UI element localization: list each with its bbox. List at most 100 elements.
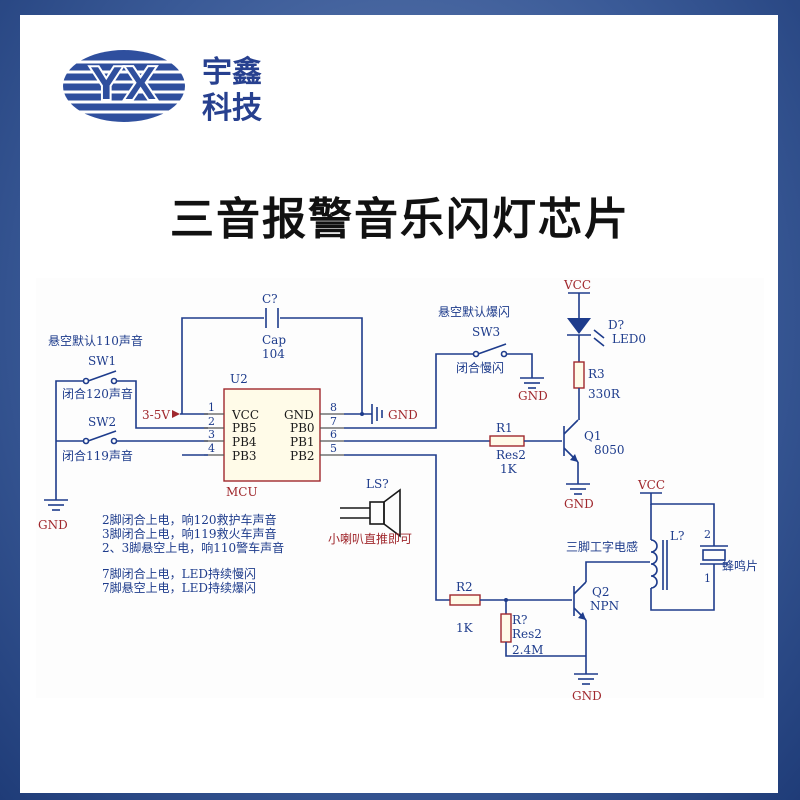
r1-value: 1K: [500, 462, 518, 476]
q2-symbol: [573, 581, 587, 621]
r3-body: [573, 361, 585, 389]
vcc-label-top: VCC: [563, 278, 591, 292]
buzzer-pin1: 1: [704, 572, 711, 585]
mcu-right-pins: [320, 413, 344, 456]
gnd-label-left: GND: [38, 518, 68, 532]
mcu-pin1-num: 1: [208, 401, 215, 414]
note-line-2: 3脚闭合上电，响119救火车声音: [102, 526, 277, 541]
gnd-label-q2: GND: [572, 689, 602, 703]
r3-value: 330R: [588, 387, 621, 401]
inductor-buzzer-wire: [650, 572, 715, 611]
mcu-pin7-num: 7: [330, 415, 337, 428]
notes-block: 2脚闭合上电，响120救护车声音 3脚闭合上电，响119救火车声音 2、3脚悬空…: [102, 512, 284, 595]
vcc-label-bottom: VCC: [637, 478, 665, 492]
mcu-pin4: 4 PB3: [208, 442, 257, 463]
led-value: LED0: [612, 332, 646, 346]
r1-body: [489, 435, 525, 447]
mcu-pin5-name: PB2: [290, 449, 315, 463]
vcc-inductor-wire: [650, 493, 715, 524]
rbias-ref: R?: [512, 613, 527, 627]
buzzer-pin2: 2: [704, 528, 711, 541]
gnd-symbol-mcu: [344, 404, 383, 424]
logo-letters: YX: [89, 57, 159, 111]
supply-label: 3-5V: [142, 408, 170, 422]
cap-value: 104: [262, 347, 285, 361]
rbias-wire-bottom: [505, 642, 586, 657]
gnd-symbol-q1: [566, 483, 590, 495]
mcu-pin1-name: VCC: [231, 408, 259, 422]
note-line-4: 7脚闭合上电，LED持续慢闪: [102, 566, 256, 581]
left-note: 悬空默认110声音: [48, 333, 143, 348]
mcu-pin3-num: 3: [208, 428, 215, 441]
pin5-wire: [344, 454, 450, 601]
mcu-name: MCU: [226, 485, 258, 499]
note-line-5: 7脚悬空上电，LED持续爆闪: [102, 580, 256, 595]
mcu-pin1: 1 VCC: [208, 401, 259, 422]
sw3-ref: SW3: [472, 325, 500, 339]
mcu-pin6-name: PB1: [290, 435, 315, 449]
q1-value: 8050: [594, 443, 625, 457]
note-line-1: 2脚闭合上电，响120救护车声音: [102, 512, 277, 527]
r3-ref: R3: [588, 367, 605, 381]
left-wires: [55, 380, 208, 500]
speaker-ref: LS?: [366, 477, 389, 491]
gnd-label-mcu: GND: [388, 408, 418, 422]
r1-ref: R1: [496, 421, 513, 435]
gnd-symbol-sw3: [520, 377, 544, 389]
supply-arrow: [172, 410, 180, 418]
gnd-symbol-q2: [574, 673, 598, 685]
q2-ref: Q2: [592, 585, 609, 599]
mcu-pin4-num: 4: [208, 442, 215, 455]
sw1-label: 闭合120声音: [62, 386, 133, 401]
mcu-pin5: 5 PB2: [290, 442, 337, 463]
mcu-pin6-num: 6: [330, 428, 337, 441]
cap-wire-left: [181, 317, 264, 414]
q1-ref: Q1: [584, 429, 601, 443]
mcu-pin7-name: PB0: [290, 421, 315, 435]
pin7-wire: [344, 353, 474, 429]
mcu-pin2-num: 2: [208, 415, 215, 428]
mcu-pin7: 7 PB0: [290, 415, 337, 435]
q1-symbol: [563, 419, 579, 463]
inductor-ref: L?: [670, 529, 684, 543]
rbias-value: 2.4M: [512, 643, 543, 657]
r2-body: [449, 594, 481, 606]
mcu-pin5-num: 5: [330, 442, 337, 455]
r2-value: 1K: [456, 621, 474, 635]
led-ref: D?: [608, 318, 624, 332]
sw3-note: 悬空默认爆闪: [438, 304, 510, 319]
mcu-body: [223, 388, 321, 482]
mcu-pin3: 3 PB4: [208, 428, 257, 449]
q2-collector-wire: [585, 561, 650, 582]
logo: YX: [62, 50, 186, 122]
mcu-pin8-num: 8: [330, 401, 337, 414]
buzzer-label: 蜂鸣片: [722, 558, 758, 573]
rbias-type: Res2: [512, 627, 542, 641]
sw3-label: 闭合慢闪: [456, 360, 504, 375]
gnd-symbol-left: [44, 499, 68, 511]
rbias-body: [500, 613, 512, 643]
r2-ref: R2: [456, 580, 473, 594]
cap-symbol: [265, 308, 279, 328]
page-title: 三音报警音乐闪灯芯片: [170, 194, 630, 245]
r1-type: Res2: [496, 448, 526, 462]
sw2-label: 闭合119声音: [62, 448, 133, 463]
mcu-pin2: 2 PB5: [208, 415, 257, 435]
brand-line1: 宇鑫: [202, 55, 262, 90]
mcu-pin3-name: PB4: [232, 435, 257, 449]
gnd-label-sw3: GND: [518, 389, 548, 403]
inductor-symbol: [650, 539, 668, 590]
product-sheet: YX 宇鑫 科技 三音报警音乐闪灯芯片 悬空默认110声音 SW1 闭合120声…: [20, 15, 778, 793]
mcu-pin2-name: PB5: [232, 421, 257, 435]
brand-line2: 科技: [202, 91, 262, 126]
note-line-3: 2、3脚悬空上电，响110警车声音: [102, 540, 284, 555]
mcu-pin8-name: GND: [284, 408, 314, 422]
mcu-pin6: 6 PB1: [290, 428, 337, 449]
cap-ref: C?: [262, 292, 278, 306]
sw2-ref: SW2: [88, 415, 116, 429]
inductor-note: 三脚工字电感: [566, 539, 638, 554]
mcu-pin4-name: PB3: [232, 449, 257, 463]
gnd-label-q1: GND: [564, 497, 594, 511]
speaker-note: 小喇叭直推即可: [328, 531, 412, 546]
